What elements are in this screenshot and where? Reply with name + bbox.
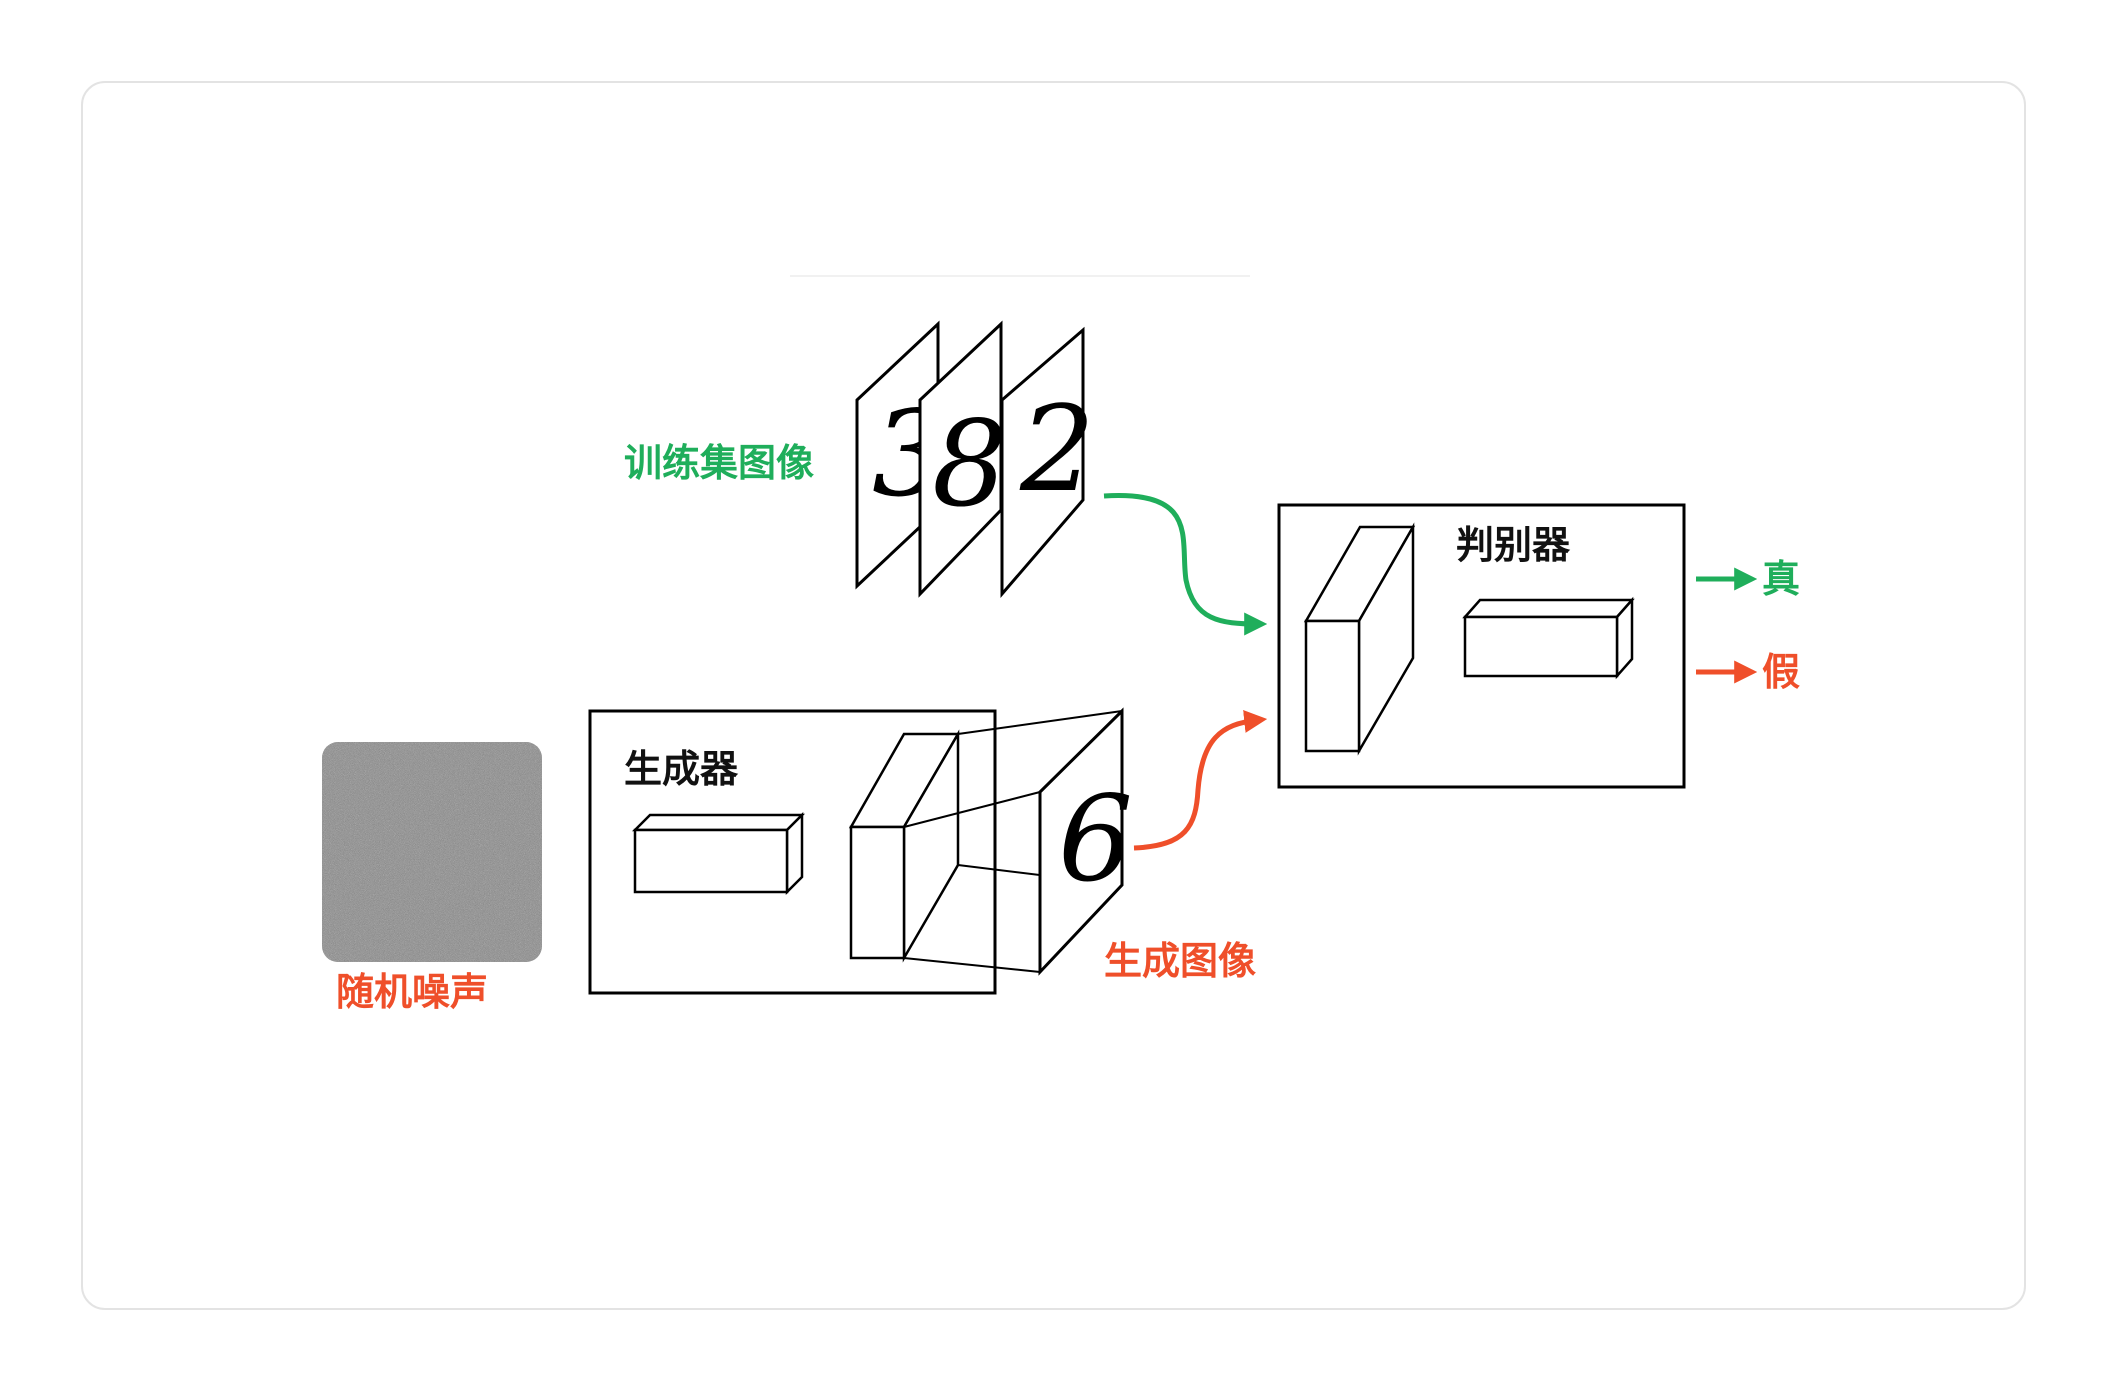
generator-box [588,709,997,995]
training-sheet-3 [1000,326,1085,599]
training-images-label: 训练集图像 [624,441,814,485]
random-noise-label: 随机噪声 [336,970,488,1014]
generated-image-label: 生成图像 [1104,939,1256,983]
diagram-card [81,81,2026,1310]
generator-projection-lines [903,710,1123,973]
discriminator-conv-block [1303,522,1416,756]
generated-to-discriminator-arrow [1133,710,1268,851]
random-noise-image [322,742,542,962]
fake-label: 假 [1762,650,1800,694]
training-to-discriminator-arrow [1103,493,1268,636]
training-digit-2: 8 [932,395,1007,533]
generator-dense-block [631,811,806,896]
generator-conv-block [848,729,961,963]
generator-label: 生成器 [624,747,739,791]
generated-image-sheet [1038,707,1124,976]
discriminator-dense-block [1462,596,1635,680]
discriminator-label: 判别器 [1456,523,1571,567]
generated-digit: 6 [1058,770,1133,908]
real-label: 真 [1762,557,1800,601]
training-images-stack: 3 8 2 [855,320,1095,599]
discriminator-box [1277,503,1686,789]
training-digit-3: 2 [1019,380,1095,518]
